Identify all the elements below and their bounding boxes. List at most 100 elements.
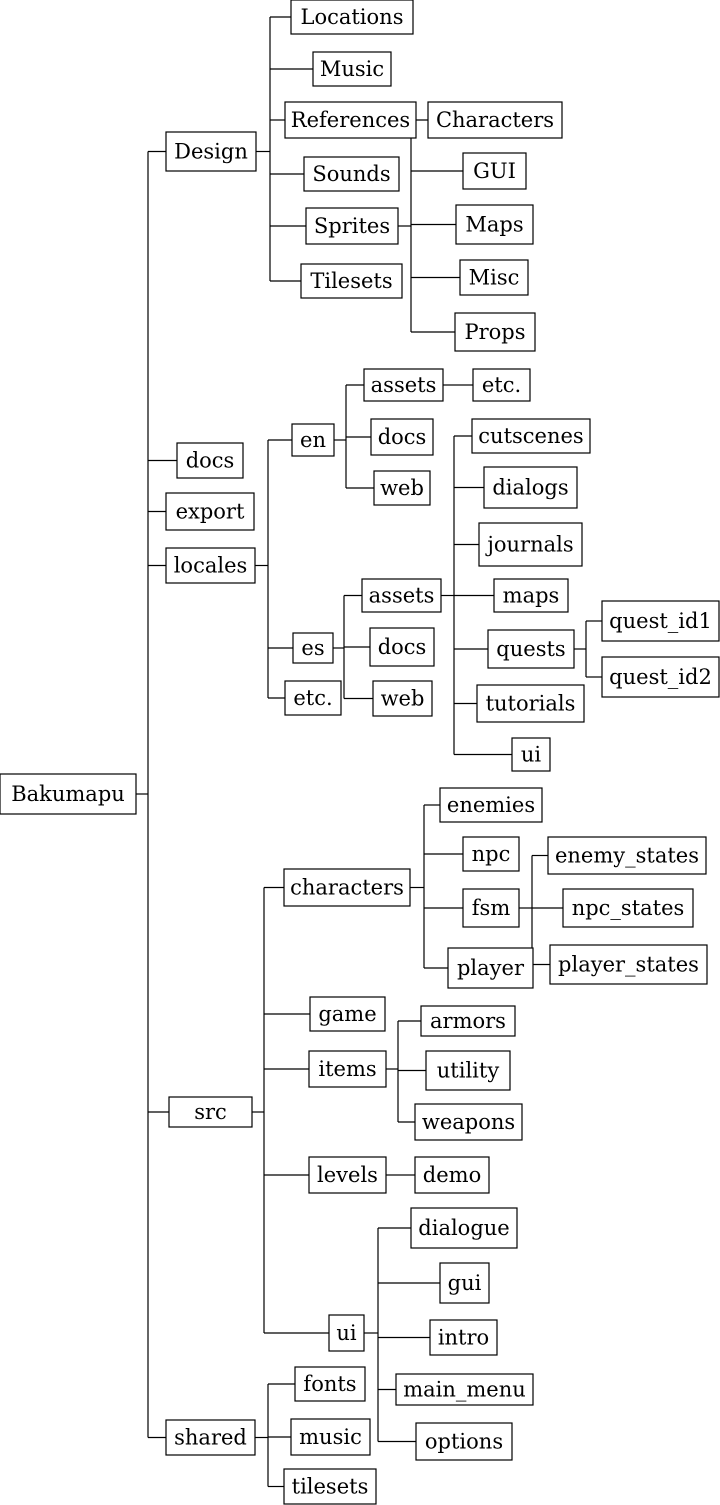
folder-box bbox=[420, 1005, 516, 1037]
folder-node-levels: levels bbox=[308, 1156, 387, 1194]
folder-label: player bbox=[457, 956, 525, 980]
folder-node-demo: demo bbox=[414, 1156, 490, 1194]
folder-box bbox=[454, 312, 536, 352]
folder-box bbox=[168, 1096, 253, 1128]
folder-label: Music bbox=[320, 57, 384, 81]
folder-label: docs bbox=[378, 635, 427, 659]
folder-node-docs: docs bbox=[176, 442, 244, 479]
folder-label: npc_states bbox=[572, 896, 685, 920]
folder-box bbox=[462, 888, 520, 928]
folder-label: items bbox=[318, 1057, 376, 1081]
folder-box bbox=[165, 492, 255, 531]
folder-box bbox=[373, 470, 431, 506]
folder-node-utility: utility bbox=[425, 1050, 511, 1091]
folder-node-es: es bbox=[292, 632, 334, 664]
folder-node-design: Design bbox=[165, 131, 257, 172]
folder-label: characters bbox=[290, 876, 404, 900]
folder-node-intro: intro bbox=[429, 1319, 498, 1356]
folder-label: maps bbox=[503, 584, 560, 608]
folder-box bbox=[328, 1314, 365, 1352]
folder-label: etc. bbox=[482, 373, 521, 397]
folder-label: src bbox=[194, 1100, 227, 1124]
folder-label: fsm bbox=[472, 896, 511, 920]
folder-node-tilesets: Tilesets bbox=[300, 263, 403, 299]
folder-label: main_menu bbox=[403, 1378, 526, 1402]
folder-node-shared: shared bbox=[165, 1419, 256, 1456]
folder-box bbox=[309, 996, 386, 1032]
folder-node-gui: gui bbox=[439, 1262, 490, 1304]
folder-node-bakumapu: Bakumapu bbox=[0, 773, 137, 815]
folder-label: quest_id1 bbox=[609, 609, 712, 633]
folder-label: Misc bbox=[469, 266, 520, 290]
folder-node-game: game bbox=[309, 996, 386, 1032]
folder-label: dialogs bbox=[492, 476, 568, 500]
folder-box bbox=[455, 204, 534, 245]
folder-box bbox=[395, 1373, 534, 1406]
folder-label: web bbox=[381, 687, 425, 711]
folder-box bbox=[415, 1422, 513, 1461]
folder-box bbox=[370, 418, 434, 456]
folder-box bbox=[291, 423, 335, 457]
folder-node-en: en bbox=[291, 423, 335, 457]
folder-label: options bbox=[425, 1430, 503, 1454]
folder-node-journals: journals bbox=[478, 522, 583, 567]
folder-box bbox=[361, 578, 442, 613]
folder-label: assets bbox=[371, 373, 437, 397]
folder-label: demo bbox=[423, 1163, 481, 1187]
folder-box bbox=[300, 263, 403, 299]
folder-label: tutorials bbox=[486, 692, 576, 716]
folder-node-maps: maps bbox=[493, 578, 569, 613]
folder-box bbox=[305, 207, 399, 245]
folder-node-armors: armors bbox=[420, 1005, 516, 1037]
folder-label: cutscenes bbox=[478, 424, 583, 448]
folder-box bbox=[283, 868, 411, 907]
folder-node-docs: docs bbox=[369, 627, 435, 667]
folder-node-enemies: enemies bbox=[439, 787, 543, 823]
folder-label: Sprites bbox=[314, 214, 390, 238]
folder-box bbox=[290, 1418, 371, 1456]
folder-label: GUI bbox=[473, 159, 516, 183]
folder-node-dialogs: dialogs bbox=[483, 466, 578, 509]
folder-label: quests bbox=[496, 637, 565, 661]
folder-label: enemy_states bbox=[555, 844, 699, 868]
folder-label: docs bbox=[378, 425, 427, 449]
folder-node-props: Props bbox=[454, 312, 536, 352]
folder-node-assets: assets bbox=[363, 368, 444, 402]
folder-node-misc: Misc bbox=[459, 259, 529, 296]
folder-node-main-menu: main_menu bbox=[395, 1373, 534, 1406]
folder-label: Maps bbox=[465, 213, 523, 237]
folder-box bbox=[410, 1207, 518, 1249]
folder-box bbox=[483, 466, 578, 509]
folder-node-fsm: fsm bbox=[462, 888, 520, 928]
folder-node-tutorials: tutorials bbox=[476, 684, 585, 723]
folder-box bbox=[439, 1262, 490, 1304]
folder-box bbox=[372, 680, 433, 717]
folder-node-music: music bbox=[290, 1418, 371, 1456]
folder-label: levels bbox=[317, 1163, 378, 1187]
folder-box bbox=[549, 944, 708, 985]
folder-box bbox=[447, 947, 534, 989]
folder-label: Tilesets bbox=[310, 269, 392, 293]
folder-node-player-states: player_states bbox=[549, 944, 708, 985]
folder-box bbox=[294, 1366, 366, 1402]
folder-node-enemy-states: enemy_states bbox=[547, 836, 707, 875]
folder-box bbox=[165, 131, 257, 172]
folder-box bbox=[414, 1103, 523, 1141]
folder-label: Props bbox=[464, 320, 525, 344]
folder-box bbox=[478, 522, 583, 567]
folder-box bbox=[601, 600, 720, 642]
folder-node-tilesets: tilesets bbox=[283, 1468, 377, 1505]
folder-box bbox=[487, 629, 575, 669]
folder-node-quests: quests bbox=[487, 629, 575, 669]
folder-box bbox=[562, 888, 694, 928]
folder-box bbox=[369, 627, 435, 667]
folder-node-locales: locales bbox=[165, 547, 256, 584]
folder-node-web: web bbox=[373, 470, 431, 506]
folder-label: gui bbox=[448, 1271, 482, 1295]
folder-node-sprites: Sprites bbox=[305, 207, 399, 245]
folder-box bbox=[363, 368, 444, 402]
folder-node-npc-states: npc_states bbox=[562, 888, 694, 928]
folder-label: enemies bbox=[447, 793, 535, 817]
folder-node-sounds: Sounds bbox=[303, 156, 400, 192]
folder-label: docs bbox=[186, 449, 235, 473]
